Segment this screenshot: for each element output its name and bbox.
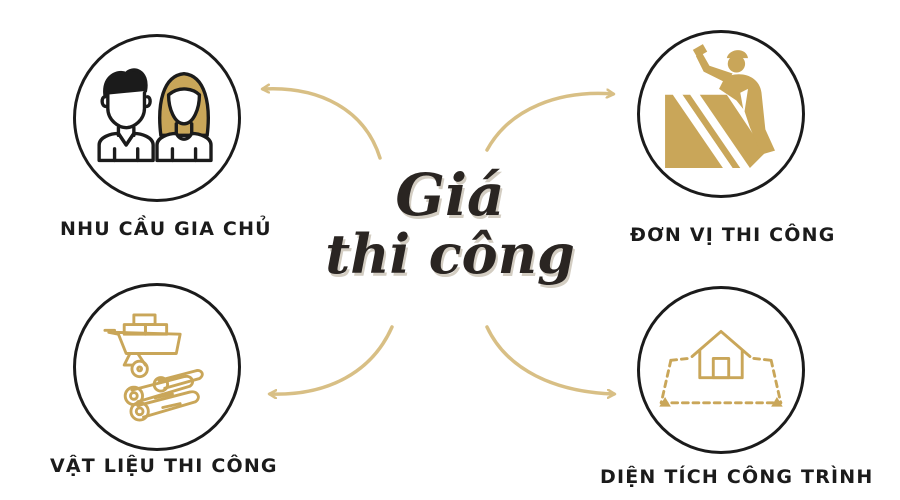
construction-worker-icon	[665, 44, 775, 168]
house-area-icon	[659, 329, 783, 407]
center-title-line2: thi công	[325, 221, 575, 286]
center-title-line1: Giá	[395, 161, 505, 229]
circle-construction-unit	[637, 30, 805, 198]
arrow-bottom-left	[270, 325, 394, 394]
wheelbarrow-materials-icon	[103, 313, 204, 422]
arrow-bottom-right	[485, 325, 614, 394]
center-title: Giá thi công	[320, 165, 580, 283]
label-construction-materials: VẬT LIỆU THI CÔNG	[50, 455, 278, 477]
circle-construction-area	[637, 286, 805, 454]
arrow-top-left	[263, 89, 382, 160]
circle-homeowner-needs	[73, 34, 241, 202]
circle-construction-materials	[73, 283, 241, 451]
couple-icon	[97, 68, 213, 163]
label-construction-area: DIỆN TÍCH CÔNG TRÌNH	[600, 466, 874, 488]
arrow-top-right	[485, 93, 613, 152]
label-construction-unit: ĐƠN VỊ THI CÔNG	[630, 224, 836, 246]
label-homeowner-needs: NHU CẦU GIA CHỦ	[60, 218, 272, 240]
